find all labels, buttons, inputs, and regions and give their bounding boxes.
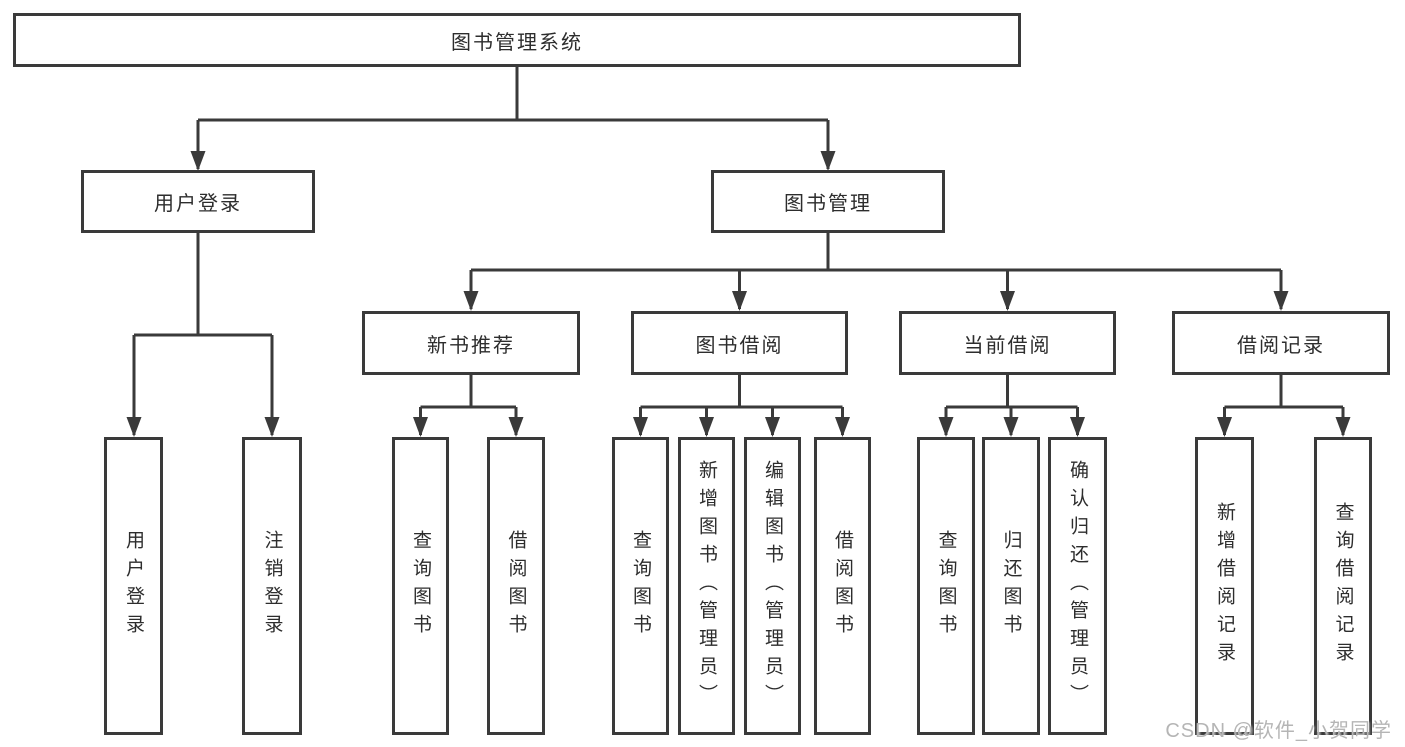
node-book-management: 图书管理 [711, 170, 945, 233]
leaf-user-login: 用户登录 [104, 437, 163, 735]
leaf-query-books-2: 查询图书 [612, 437, 669, 735]
leaf-return-books: 归还图书 [982, 437, 1040, 735]
node-new-book-recommend: 新书推荐 [362, 311, 580, 375]
node-label: 图书管理 [784, 193, 872, 215]
node-label: 图书借阅 [695, 334, 784, 357]
node-label: 新书推荐 [427, 334, 515, 357]
node-label: 用户登录 [123, 530, 144, 642]
node-label: 注销登录 [261, 530, 283, 642]
node-label: 新增图书（管理员） [696, 460, 717, 712]
arrowheads [126, 151, 1351, 437]
node-label: 借阅记录 [1237, 334, 1325, 357]
node-label: 编辑图书（管理员） [762, 460, 783, 712]
node-label: 查询图书 [410, 530, 431, 642]
node-label: 确认归还（管理员） [1067, 460, 1088, 712]
node-label: 借阅图书 [832, 530, 853, 642]
node-label: 当前借阅 [963, 334, 1052, 357]
csdn-watermark: CSDN @软件_小贺同学 [1165, 720, 1392, 742]
node-library-management-system: 图书管理系统 [13, 13, 1021, 67]
node-label: 借阅图书 [505, 530, 527, 642]
node-label: 用户登录 [154, 193, 242, 215]
leaf-query-books-1: 查询图书 [392, 437, 449, 735]
leaf-add-borrow-record: 新增借阅记录 [1195, 437, 1254, 735]
node-label: 新增借阅记录 [1214, 502, 1235, 670]
leaf-add-books-admin: 新增图书（管理员） [678, 437, 735, 735]
node-borrow-records: 借阅记录 [1172, 311, 1390, 375]
leaf-borrow-books-2: 借阅图书 [814, 437, 871, 735]
leaf-edit-books-admin: 编辑图书（管理员） [744, 437, 801, 735]
leaf-query-books-3: 查询图书 [917, 437, 975, 735]
node-label: 查询图书 [935, 530, 957, 642]
leaf-logout: 注销登录 [242, 437, 302, 735]
node-label: 归还图书 [1000, 530, 1022, 642]
node-user-login: 用户登录 [81, 170, 315, 233]
leaf-borrow-books-1: 借阅图书 [487, 437, 545, 735]
node-label: 图书管理系统 [451, 31, 583, 54]
leaf-query-borrow-record: 查询借阅记录 [1314, 437, 1372, 735]
node-book-borrow: 图书借阅 [631, 311, 848, 375]
node-label: 查询图书 [630, 530, 651, 642]
node-current-borrow: 当前借阅 [899, 311, 1116, 375]
node-label: 查询借阅记录 [1332, 502, 1354, 670]
leaf-confirm-return-admin: 确认归还（管理员） [1048, 437, 1107, 735]
